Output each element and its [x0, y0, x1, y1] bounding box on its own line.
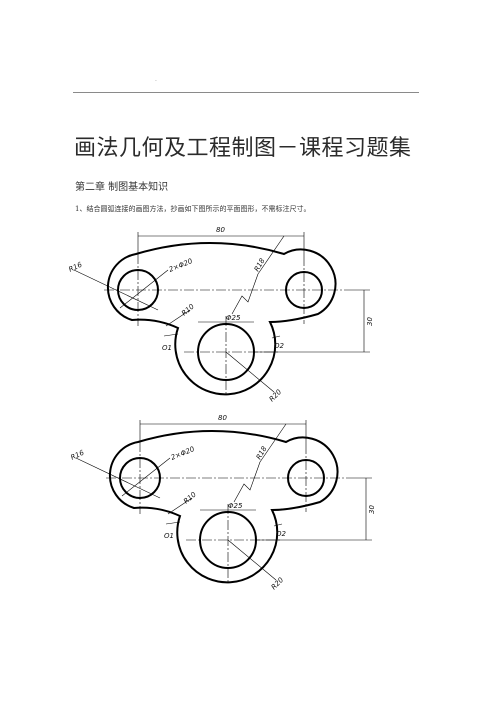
dim-r20: R20 — [270, 576, 286, 592]
drawing-1: 80 30 R16 2×Φ20 R10 R18 Φ25 O1 O2 R20 — [67, 226, 374, 403]
dim-r10: R10 — [182, 490, 198, 505]
dim-width: 80 — [218, 414, 227, 422]
dim-r18: R18 — [255, 445, 269, 461]
label-o2: O2 — [274, 342, 285, 350]
drawing-2: 80 30 R16 2×Φ20 R10 R18 Φ25 O1 O2 R20 — [69, 414, 376, 591]
outer-contour — [108, 430, 339, 584]
dim-r10: R10 — [180, 302, 196, 317]
dim-holes: 2×Φ20 — [168, 257, 194, 274]
dim-phi25: Φ25 — [228, 502, 243, 510]
dimension-lines — [75, 420, 372, 581]
dim-r16: R16 — [69, 449, 85, 462]
dim-phi25: Φ25 — [226, 314, 241, 322]
centerlines — [104, 254, 342, 394]
dim-r20: R20 — [268, 388, 284, 404]
dim-height: 30 — [368, 505, 376, 514]
dimension-lines — [73, 232, 370, 393]
label-o2: O2 — [276, 530, 287, 538]
holes — [119, 457, 325, 569]
page-title: 画法几何及工程制图－课程习题集 — [74, 136, 412, 161]
chapter-heading: 第二章 制图基本知识 — [75, 182, 169, 193]
question-text: 1、结合圆弧连接的画图方法，抄画如下图所示的平面图形，不需标注尺寸。 — [75, 205, 311, 213]
holes — [117, 269, 323, 381]
label-o1: O1 — [162, 344, 172, 352]
dim-holes: 2×Φ20 — [170, 445, 196, 462]
header-rule — [73, 92, 419, 93]
dim-height: 30 — [366, 317, 374, 326]
dimension-text: 80 30 R16 2×Φ20 R10 R18 Φ25 O1 O2 R20 — [67, 226, 374, 403]
header-dot: . — [155, 76, 157, 83]
dim-r18: R18 — [253, 257, 267, 273]
outer-contour — [106, 242, 337, 396]
dim-r16: R16 — [67, 261, 83, 274]
dim-width: 80 — [216, 226, 225, 234]
dimension-text: 80 30 R16 2×Φ20 R10 R18 Φ25 O1 O2 R20 — [69, 414, 376, 591]
label-o1: O1 — [164, 532, 174, 540]
